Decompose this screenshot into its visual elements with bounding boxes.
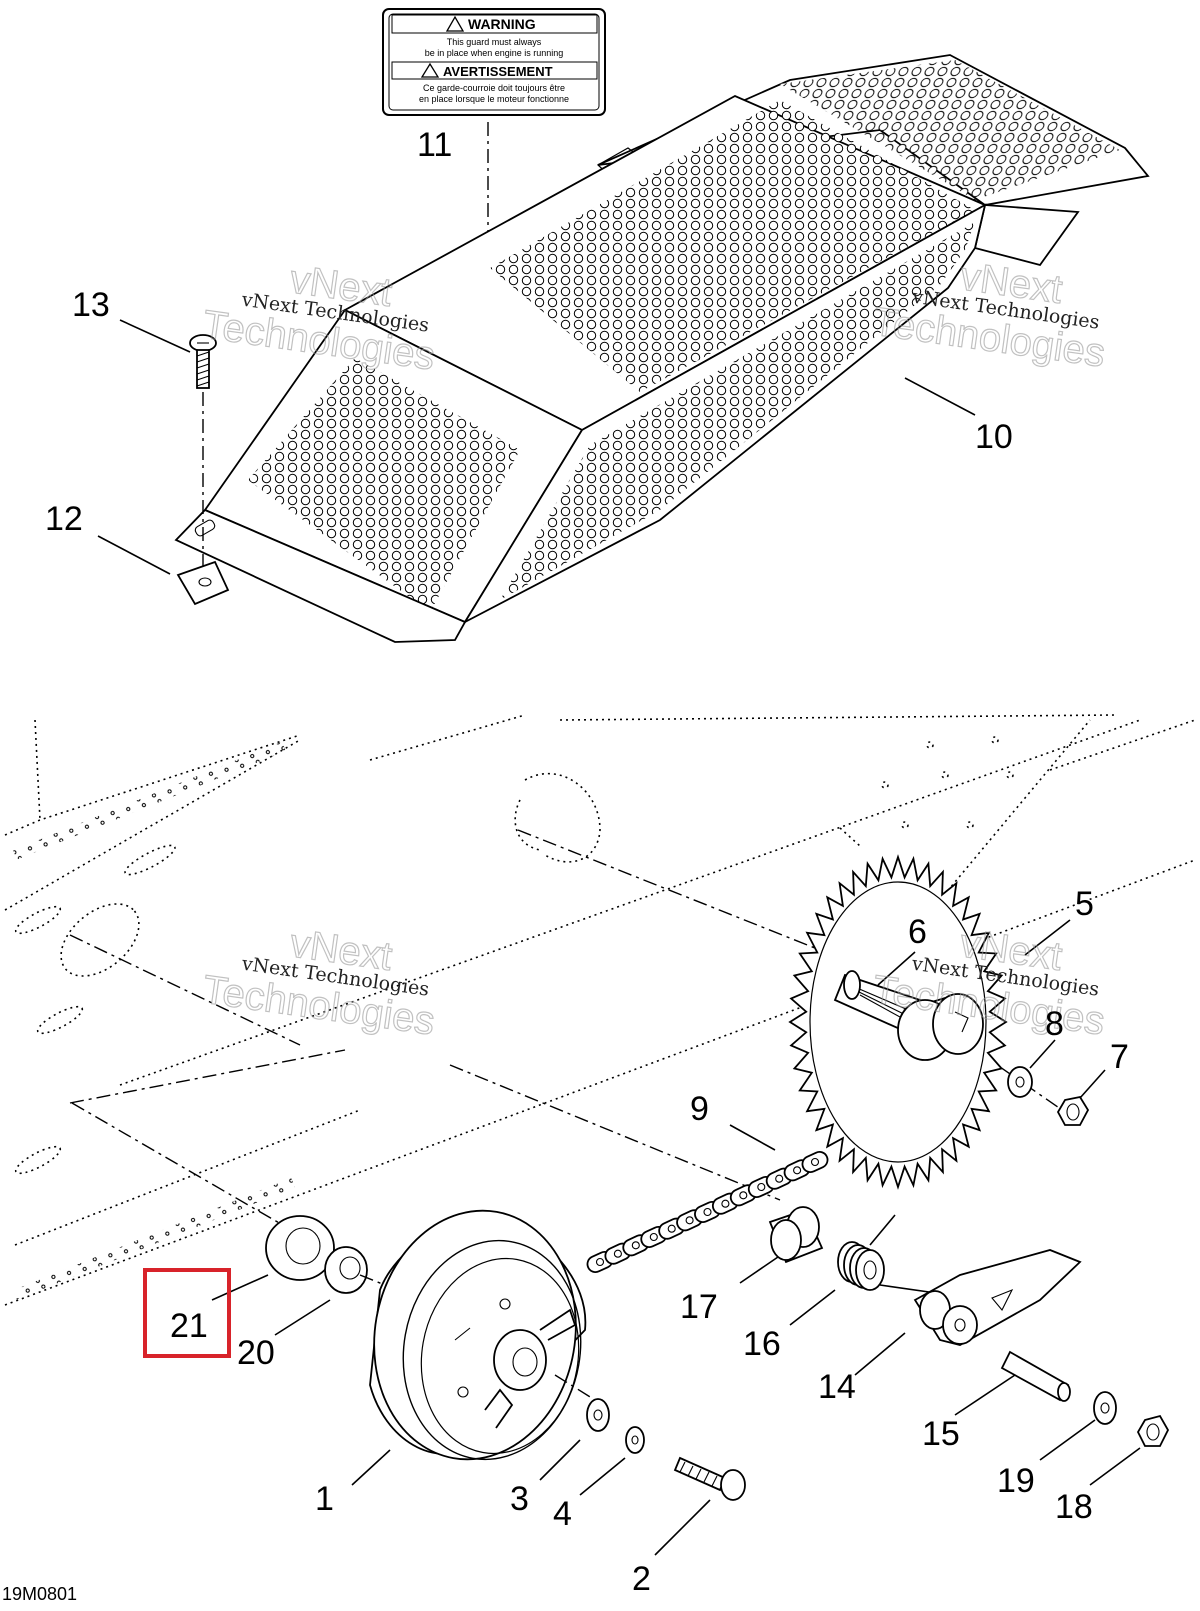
warning-decal: WARNING This guard must always be in pla… [382,8,606,116]
callout-11[interactable]: 11 [417,126,452,164]
lock-washer-4 [625,1426,645,1454]
watermark-top-left: vNext Technologies vNext Technologies [199,257,438,380]
figure-code: 19M0801 [2,1584,78,1604]
axis-diagonal [69,1049,346,1104]
callout-2[interactable]: 2 [632,1560,651,1598]
chain-guard [174,54,1150,643]
callout-3[interactable]: 3 [510,1480,529,1518]
callout-18[interactable]: 18 [1055,1488,1093,1526]
warning-title: WARNING [468,16,536,32]
axis-idler [71,1102,301,1236]
highlight-callout-21 [143,1268,231,1358]
warning-text-2: be in place when engine is running [425,48,564,58]
washer-19 [1093,1391,1117,1425]
idler-pulley-1 [369,1209,587,1461]
watermark-bottom-left: vNext Technologies vNext Technologies [199,921,438,1045]
callout-7[interactable]: 7 [1110,1038,1129,1076]
avertissement-text-2: en place lorsque le moteur fonctionne [419,94,569,104]
screw-13 [189,334,217,389]
chain-pin [685,1216,694,1225]
spacer-17 [768,1206,824,1264]
watermark-top-right: vNext Technologies vNext Technologies [870,254,1109,377]
chain-pin [613,1249,622,1258]
nut-18 [1136,1414,1170,1447]
leader-12 [97,535,171,575]
roller-chain-9 [586,1150,829,1274]
chain-pin [793,1166,802,1175]
callout-4[interactable]: 4 [553,1495,572,1533]
nut-7 [1056,1095,1090,1126]
idler-arm-14 [913,1249,1082,1346]
washer-8 [1007,1066,1033,1098]
callout-5[interactable]: 5 [1075,885,1094,923]
axis-pulley-bolt [554,1374,596,1401]
leader-lines [211,919,1141,1556]
avertissement-title: AVERTISSEMENT [443,64,553,79]
axis-bearing [359,1274,386,1286]
axis-chain [449,1064,781,1201]
chain-pin [775,1174,784,1183]
axis-shaft [517,829,821,951]
warning-text-1: This guard must always [447,37,542,47]
leader-13 [119,319,191,353]
hub-spacer [897,993,984,1061]
callout-14[interactable]: 14 [818,1368,856,1406]
bolt-2 [673,1456,746,1501]
chain-pin [649,1232,658,1242]
chain-pin [703,1207,712,1217]
axis-left [69,934,301,1046]
callout-19[interactable]: 19 [997,1462,1035,1500]
spring-16 [837,1214,951,1296]
chain-pin [810,1157,820,1167]
chain-pin [757,1182,766,1192]
mower-deck-frame [4,714,1196,1306]
avertissement-text-1: Ce garde-courroie doit toujours être [423,83,565,93]
callout-6[interactable]: 6 [908,913,927,951]
chain-pin [667,1224,676,1233]
callout-1[interactable]: 1 [315,1480,334,1518]
bearing-20 [324,1246,368,1294]
bearing-21 [265,1215,335,1281]
chain-pin [739,1191,748,1200]
callout-16[interactable]: 16 [743,1325,781,1363]
leader-10 [904,377,976,416]
chain-pin [721,1199,730,1208]
callout-12[interactable]: 12 [45,500,83,538]
callout-17[interactable]: 17 [680,1288,718,1326]
callout-20[interactable]: 20 [237,1334,275,1372]
callout-21[interactable]: 21 [170,1307,208,1345]
callout-8[interactable]: 8 [1045,1005,1064,1043]
callout-13[interactable]: 13 [72,286,110,324]
washer-3 [586,1398,610,1432]
chain-pin [631,1241,640,1250]
callout-10[interactable]: 10 [975,418,1013,456]
callout-9[interactable]: 9 [690,1090,709,1128]
chain-pin [595,1257,605,1267]
pin-15 [1000,1350,1071,1402]
callout-15[interactable]: 15 [922,1415,960,1453]
clip-nut-12 [176,560,230,606]
